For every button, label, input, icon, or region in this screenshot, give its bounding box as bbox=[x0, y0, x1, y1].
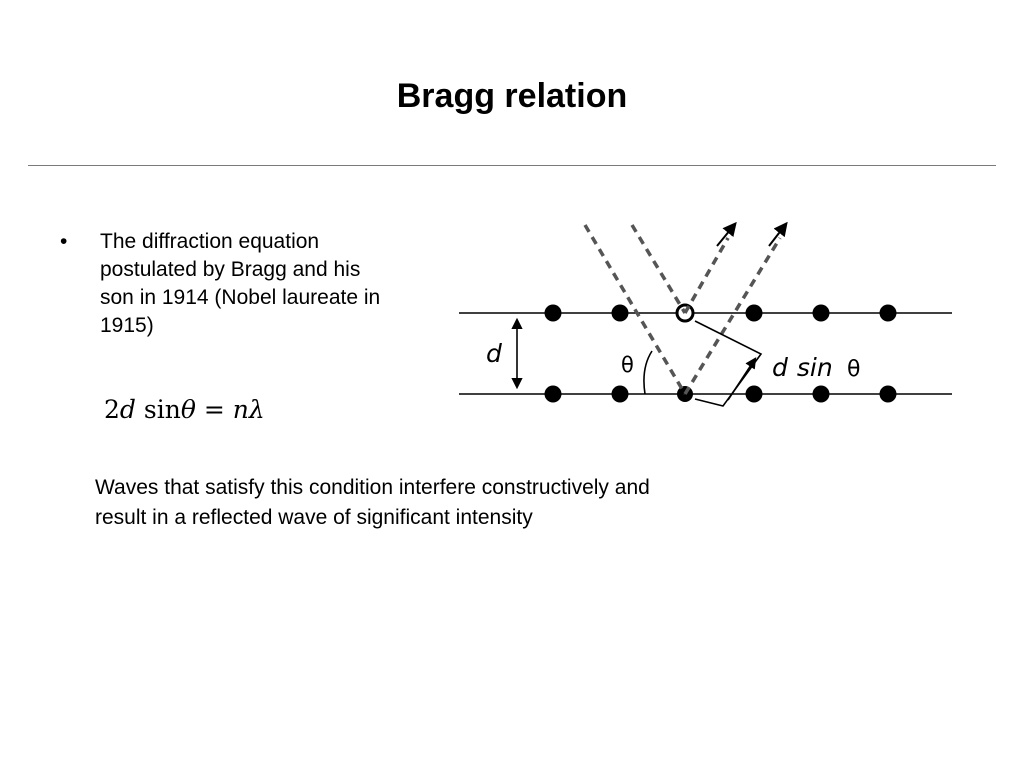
reflected-arrow-lower bbox=[768, 221, 788, 247]
formula-d: d bbox=[119, 395, 136, 424]
path-difference-arrow bbox=[727, 357, 757, 401]
path-label-sin: sin bbox=[797, 353, 833, 382]
spacing-label: d bbox=[486, 339, 502, 368]
atom bbox=[544, 385, 562, 403]
path-label-theta: θ bbox=[847, 357, 860, 382]
reflected-arrow-upper bbox=[716, 221, 737, 247]
formula-sin: sin bbox=[143, 395, 181, 424]
slide-title: Bragg relation bbox=[396, 77, 628, 115]
formula-theta: θ bbox=[180, 395, 196, 424]
atom bbox=[879, 385, 897, 403]
x-ray-beams bbox=[583, 224, 782, 395]
reflected-ray-lower bbox=[683, 237, 782, 395]
atom bbox=[812, 385, 830, 403]
atom bbox=[611, 304, 629, 322]
formula-coefficient: 2 bbox=[104, 395, 120, 424]
formula-lambda: λ bbox=[248, 395, 265, 424]
bullet-list: • The diffraction equation postulated by… bbox=[60, 228, 400, 340]
atom bbox=[544, 304, 562, 322]
path-label-d: d bbox=[772, 353, 788, 382]
bragg-equation: 2d sinθ = nλ bbox=[104, 392, 265, 428]
formula-equals: = bbox=[203, 395, 225, 424]
bullet-marker: • bbox=[60, 230, 68, 253]
angle-arc bbox=[643, 350, 653, 395]
angle-label: θ bbox=[621, 353, 634, 377]
atom bbox=[611, 385, 629, 403]
incident-ray-upper bbox=[630, 224, 687, 314]
atom bbox=[745, 304, 763, 322]
incident-ray-lower bbox=[583, 224, 687, 395]
explanation-text: Waves that satisfy this condition interf… bbox=[95, 476, 650, 529]
upper-atom-row bbox=[544, 304, 897, 322]
atom bbox=[745, 385, 763, 403]
bullet-text: The diffraction equation postulated by B… bbox=[100, 230, 381, 337]
reflected-ray-upper bbox=[683, 237, 730, 314]
bullet-item: • The diffraction equation postulated by… bbox=[60, 228, 400, 340]
lower-atom-row bbox=[544, 385, 897, 403]
formula-n: n bbox=[232, 395, 249, 424]
title-divider bbox=[28, 165, 996, 166]
atom bbox=[812, 304, 830, 322]
atom bbox=[879, 304, 897, 322]
